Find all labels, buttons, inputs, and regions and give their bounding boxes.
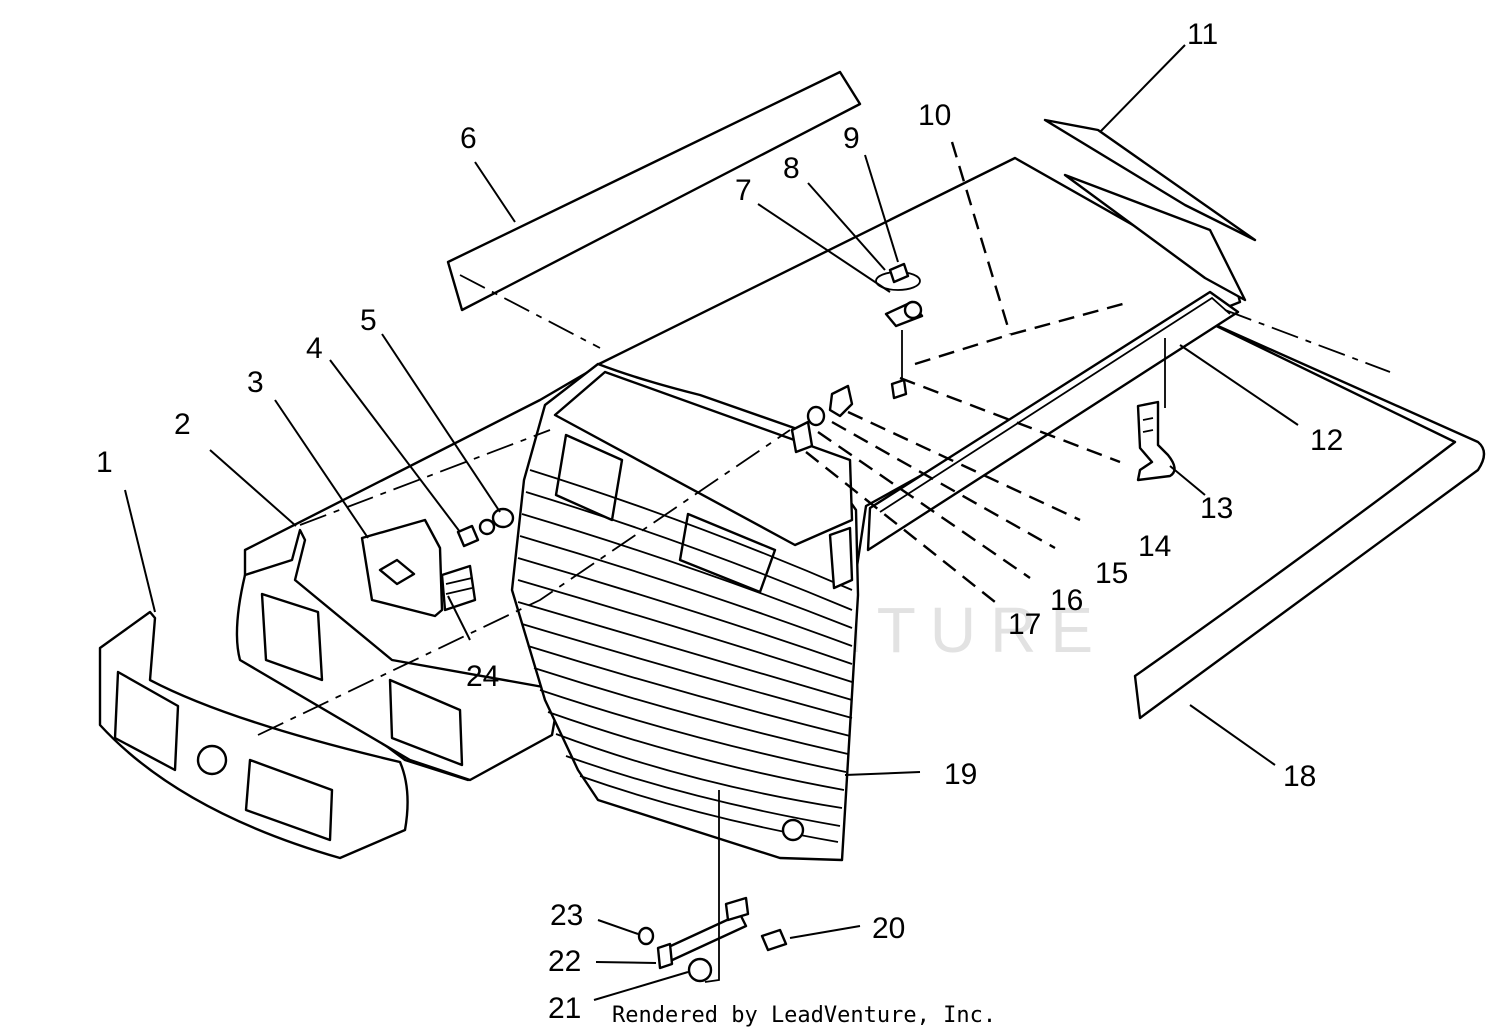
- callout-8: 8: [783, 152, 800, 185]
- part-small-fasteners: [790, 384, 854, 454]
- callout-2: 2: [174, 408, 191, 441]
- callout-11: 11: [1187, 18, 1218, 51]
- leader-lines: [124, 44, 1299, 1001]
- callout-23: 23: [550, 899, 583, 932]
- callout-18: 18: [1283, 760, 1316, 793]
- part-grille: [510, 362, 860, 862]
- callout-20: 20: [872, 912, 905, 945]
- part-front-bumper: [98, 610, 409, 860]
- part-right-trim-strip: [1043, 118, 1257, 242]
- part-right-side-panel: [1133, 316, 1486, 720]
- callout-13: 13: [1200, 492, 1233, 525]
- render-credit: Rendered by LeadVenture, Inc.: [612, 1003, 996, 1028]
- part-left-trim-strip: [446, 70, 862, 312]
- callout-16: 16: [1050, 584, 1083, 617]
- part-latch-hardware: [875, 262, 924, 400]
- callout-10: 10: [918, 99, 951, 132]
- callout-19: 19: [944, 758, 977, 791]
- callout-3: 3: [247, 366, 264, 399]
- part-bottom-hardware: [637, 896, 788, 983]
- callout-12: 12: [1310, 424, 1343, 457]
- callout-4: 4: [306, 332, 323, 365]
- callout-7: 7: [735, 174, 752, 207]
- callout-9: 9: [843, 122, 860, 155]
- callout-1: 1: [96, 446, 113, 479]
- callout-15: 15: [1095, 557, 1128, 590]
- hidden-lines: [257, 141, 1391, 983]
- callout-24: 24: [466, 660, 499, 693]
- callout-17: 17: [1008, 608, 1041, 641]
- callout-5: 5: [360, 304, 377, 337]
- callout-21: 21: [548, 992, 581, 1025]
- callout-22: 22: [548, 945, 581, 978]
- part-latch-catch: [1136, 400, 1176, 482]
- callout-14: 14: [1138, 530, 1171, 563]
- part-rear-dash-panel: [235, 528, 562, 782]
- part-latch-knob: [456, 507, 515, 548]
- callout-6: 6: [460, 122, 477, 155]
- callout-labels: 1 2 3 4 5 6 7 8 9 10 11 12 13 14 15 16 1…: [96, 18, 1343, 1025]
